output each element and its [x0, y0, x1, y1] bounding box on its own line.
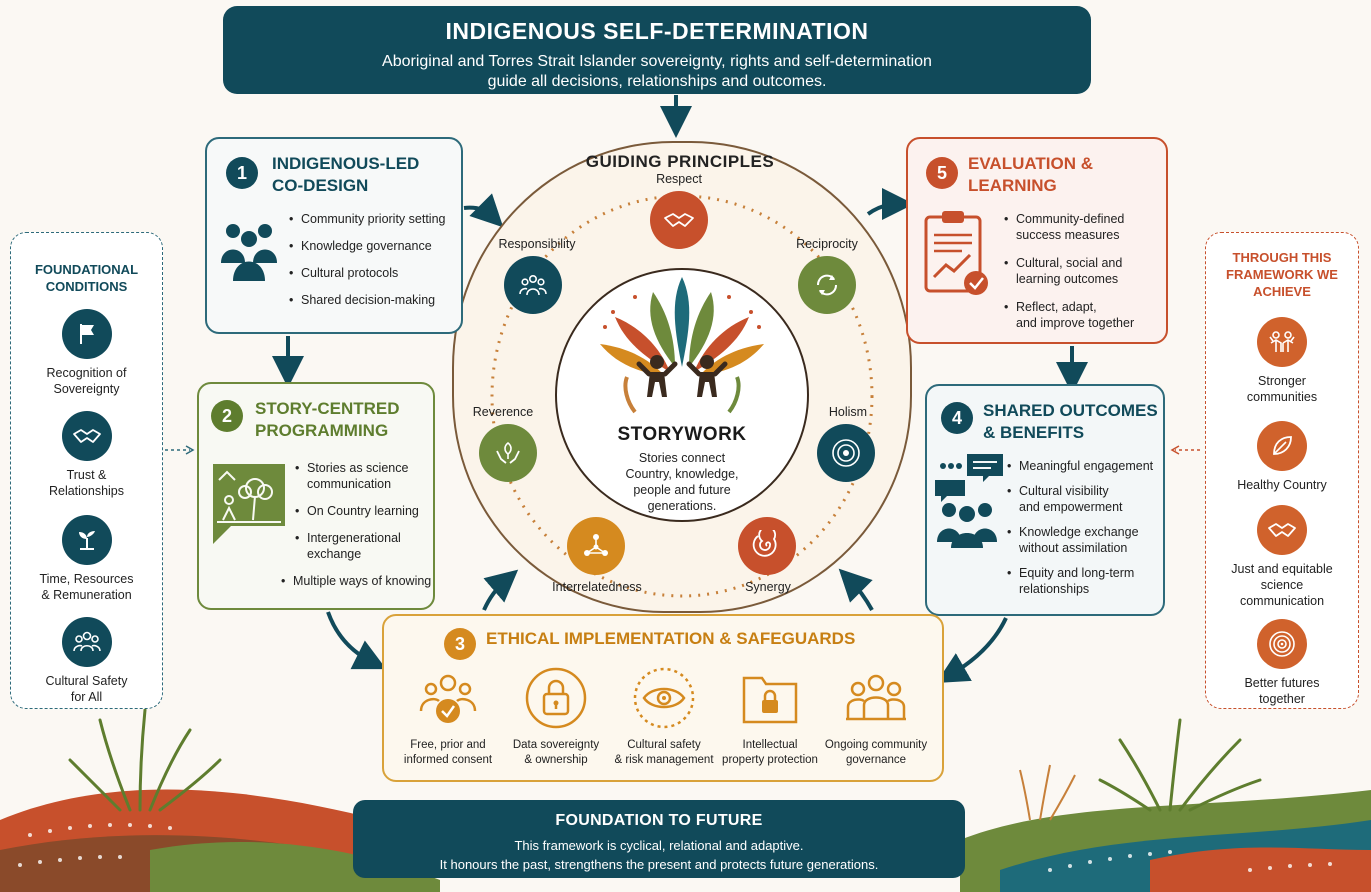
flag-icon: [61, 309, 112, 359]
lock-icon: [496, 666, 616, 730]
target-icon: [817, 424, 875, 482]
consent-icon: [388, 666, 508, 730]
step-number: 1: [226, 157, 258, 189]
hands-plant-icon: [479, 424, 537, 482]
ethics-item: Free, prior and informed consent: [388, 666, 508, 768]
speech-group-icon: [935, 454, 1003, 548]
box-title: INDIGENOUS-LED CO-DESIGN: [272, 154, 420, 195]
step-number: 3: [444, 628, 476, 660]
step-number: 5: [926, 157, 958, 189]
achieve-item: Stronger communities: [1206, 317, 1358, 405]
foundational-item: Trust & Relationships: [11, 411, 162, 499]
landscape-illustration: [0, 708, 1371, 892]
ethics-item: Intellectual property protection: [710, 666, 830, 768]
principle-reverence: Reverence: [472, 405, 534, 419]
foundational-title: FOUNDATIONAL CONDITIONS: [34, 262, 139, 294]
step-number: 4: [941, 402, 973, 434]
people-icon: [221, 224, 277, 281]
outcomes-list: Meaningful engagement Cultural visibilit…: [1007, 458, 1153, 606]
box-title: STORY-CENTRED PROGRAMMING: [255, 399, 400, 440]
achieve-item: Healthy Country: [1206, 421, 1358, 493]
foundational-conditions-panel: FOUNDATIONAL CONDITIONS Recognition of S…: [10, 232, 163, 709]
people-icon: [61, 617, 112, 667]
principle-responsibility: Responsibility: [498, 237, 576, 251]
footer-title: FOUNDATION TO FUTURE: [555, 812, 763, 829]
sprout-icon: [61, 515, 112, 565]
ethics-item: Data sovereignty & ownership: [496, 666, 616, 768]
box-title: ETHICAL IMPLEMENTATION & SAFEGUARDS: [486, 629, 856, 648]
group-icon: [816, 666, 936, 730]
storywork-title: STORYWORK: [617, 424, 747, 445]
evaluation-list: Community-defined success measures Cultu…: [1004, 211, 1134, 343]
cycle-arrows-icon: [798, 256, 856, 314]
foundational-item: Recognition of Sovereignty: [11, 309, 162, 397]
community-icon: [1257, 317, 1307, 367]
storywork-illustration-icon: [600, 277, 764, 414]
foundation-future-banner: FOUNDATION TO FUTURE This framework is c…: [353, 800, 965, 878]
achieve-item: Just and equitable science communication: [1206, 505, 1358, 609]
concentric-circles-icon: [1257, 619, 1307, 669]
clipboard-chart-icon: [924, 211, 988, 295]
evaluation-box: 5 EVALUATION & LEARNING Community-define…: [906, 137, 1168, 344]
ethics-item: Cultural safety & risk management: [604, 666, 724, 768]
step-number: 2: [211, 400, 243, 432]
outcomes-box: 4 SHARED OUTCOMES & BENEFITS Meaningful …: [925, 384, 1165, 616]
principle-holism: Holism: [828, 405, 868, 419]
story-programming-list: Stories as science communication On Coun…: [281, 460, 431, 600]
footer-text: This framework is cyclical, relational a…: [439, 838, 879, 872]
spiral-icon: [738, 517, 796, 575]
folder-lock-icon: [710, 666, 830, 730]
storywork-text: Stories connect Country, knowledge, peop…: [625, 451, 739, 513]
co-design-list: Community priority setting Knowledge gov…: [289, 211, 446, 319]
story-programming-box: 2 STORY-CENTRED PROGRAMMING Stories as s…: [197, 382, 435, 610]
eye-icon: [604, 666, 724, 730]
achieve-title: THROUGH THIS FRAMEWORK WE ACHIEVE: [1226, 250, 1338, 299]
box-title: EVALUATION & LEARNING: [968, 154, 1093, 195]
achieve-item: Better futures together: [1206, 619, 1358, 707]
leaf-icon: [1257, 421, 1307, 471]
achievements-panel: THROUGH THIS FRAMEWORK WE ACHIEVE Strong…: [1205, 232, 1359, 709]
principle-reciprocity: Reciprocity: [796, 237, 858, 251]
principle-respect: Respect: [656, 172, 702, 186]
self-determination-banner: INDIGENOUS SELF-DETERMINATION Aboriginal…: [223, 6, 1091, 94]
principle-interrelatedness: Interrelatedness: [552, 580, 642, 594]
ethics-box: 3 ETHICAL IMPLEMENTATION & SAFEGUARDS Fr…: [382, 614, 944, 782]
ethics-item: Ongoing community governance: [816, 666, 936, 768]
foundational-item: Cultural Safety for All: [11, 617, 162, 705]
banner-subtitle: Aboriginal and Torres Strait Islander so…: [382, 53, 932, 90]
banner-title: INDIGENOUS SELF-DETERMINATION: [445, 18, 869, 44]
handshake-icon: [1257, 505, 1307, 555]
handshake-icon: [650, 191, 708, 249]
story-bubble-icon: [213, 464, 285, 544]
group-icon: [504, 256, 562, 314]
guiding-principles-title: GUIDING PRINCIPLES: [585, 152, 775, 171]
principle-synergy: Synergy: [745, 580, 791, 594]
box-title: SHARED OUTCOMES & BENEFITS: [983, 401, 1158, 442]
handshake-icon: [61, 411, 112, 461]
co-design-box: 1 INDIGENOUS-LED CO-DESIGN Community pri…: [205, 137, 463, 334]
network-icon: [567, 517, 625, 575]
foundational-item: Time, Resources & Remuneration: [11, 515, 162, 603]
